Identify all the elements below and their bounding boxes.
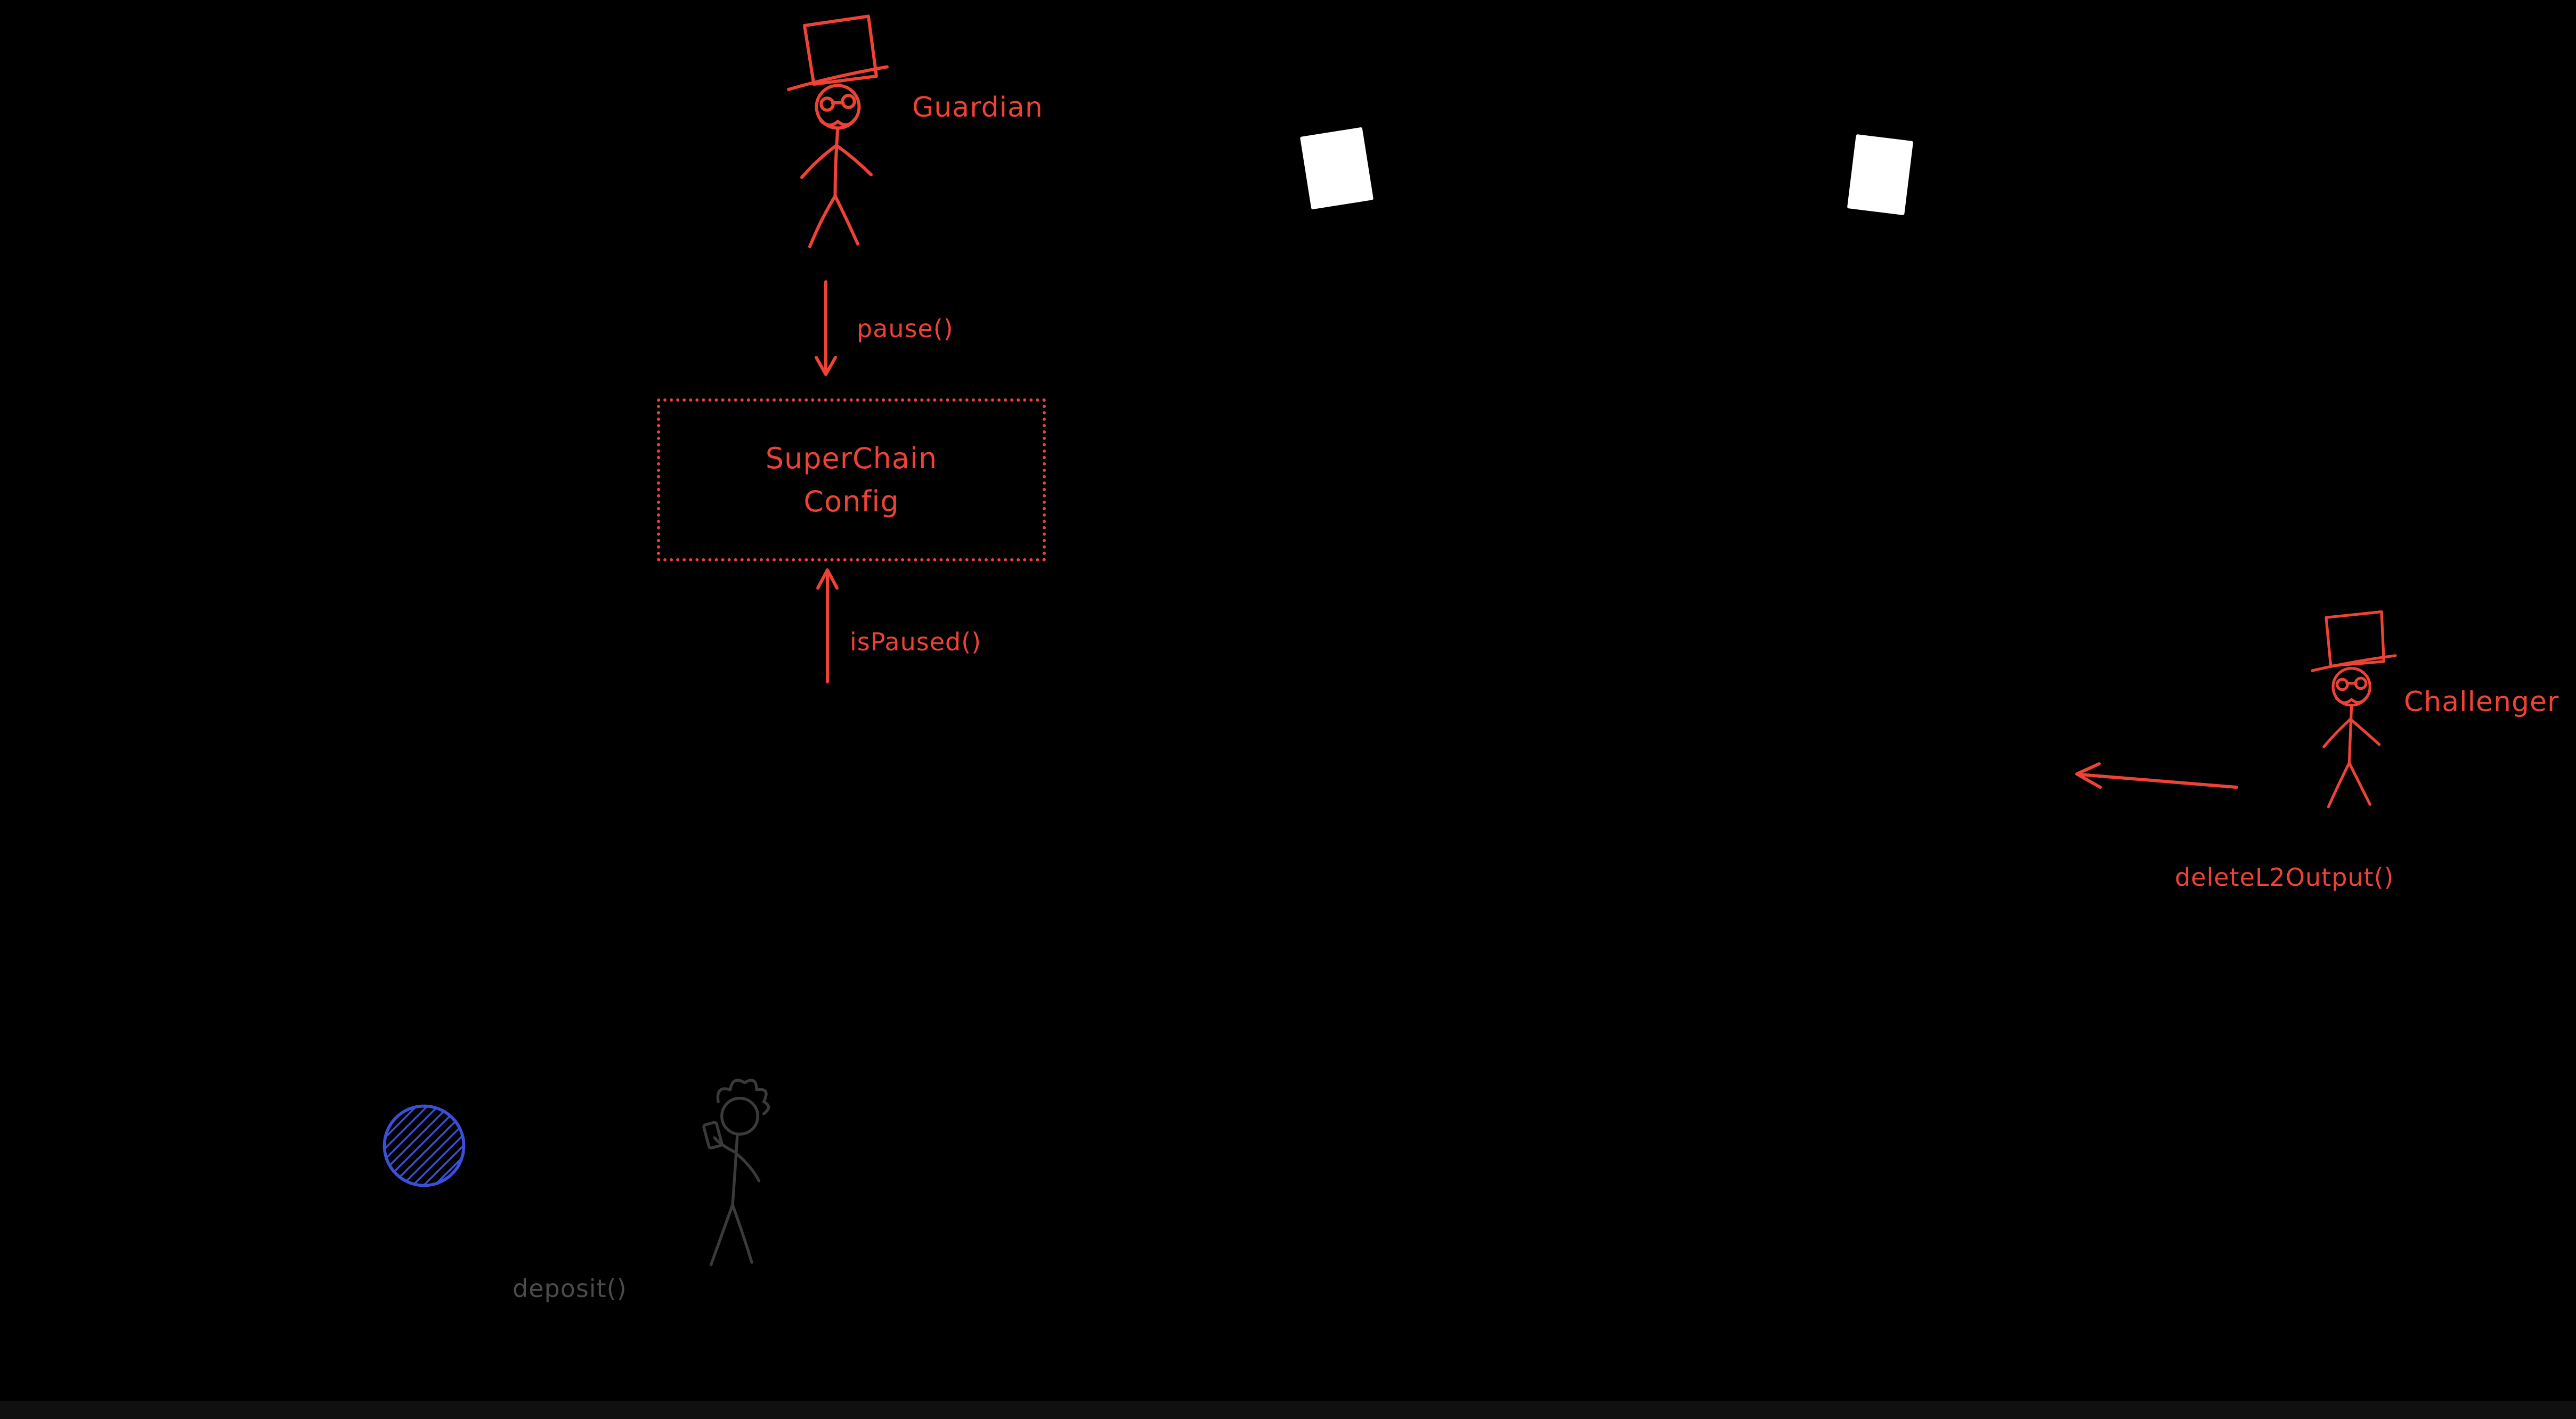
deposit-label: deposit()	[513, 1274, 627, 1303]
delete-l2-output-label: deleteL2Output()	[2175, 863, 2394, 892]
ispaused-arrow-label: isPaused()	[850, 627, 982, 656]
document-icon	[1299, 127, 1374, 210]
guardian-label: Guardian	[912, 92, 1043, 124]
ispaused-arrow-icon	[816, 568, 839, 683]
bottom-edge	[0, 1401, 2576, 1419]
pause-arrow-label: pause()	[857, 314, 954, 343]
superchain-config-title-line2: Config	[803, 485, 899, 518]
challenger-label: Challenger	[2404, 686, 2559, 718]
pause-arrow-icon	[815, 280, 837, 376]
superchain-config-title-line1: SuperChain	[765, 442, 938, 475]
superchain-config-node: SuperChain Config	[657, 398, 1046, 561]
coin-icon	[383, 1104, 466, 1187]
depositor-stick-figure-icon	[702, 1079, 770, 1267]
challenger-stick-figure-icon	[2311, 610, 2397, 809]
delete-l2-output-arrow-icon	[2075, 762, 2238, 789]
guardian-stick-figure-icon	[787, 14, 889, 248]
document-icon	[1847, 134, 1914, 216]
